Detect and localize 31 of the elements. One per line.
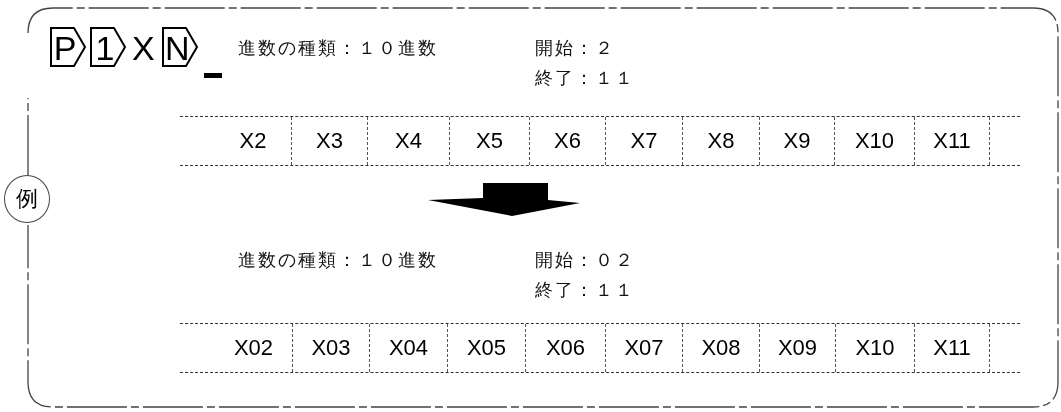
setting-text: 終了：１１ — [535, 278, 635, 302]
key-symbol: P — [50, 27, 86, 67]
table-cell: X11 — [915, 117, 990, 165]
setting-text: 開始：２ — [535, 36, 615, 60]
setting-text: 進数の種類：１０進数 — [238, 36, 438, 60]
table-cell: X9 — [760, 117, 835, 165]
table-cell: X05 — [448, 324, 526, 372]
table-cell: X7 — [606, 117, 683, 165]
table-cell: X04 — [370, 324, 448, 372]
key-symbol: N — [162, 27, 198, 67]
table-cell: X06 — [526, 324, 606, 372]
table-cell: X4 — [368, 117, 450, 165]
table-cell: X6 — [530, 117, 606, 165]
table-cell: X07 — [606, 324, 683, 372]
table-cell: X08 — [683, 324, 760, 372]
table-cell: X11 — [915, 324, 990, 372]
setting-text: 開始：０２ — [535, 248, 635, 272]
table-cell: X3 — [292, 117, 368, 165]
table-cell: X03 — [293, 324, 370, 372]
key-symbol: 1 — [90, 27, 126, 67]
table-cell: X10 — [836, 324, 915, 372]
command-letter: X — [132, 28, 155, 68]
table-cell: X5 — [450, 117, 530, 165]
table-cell: X8 — [683, 117, 760, 165]
table-cell: X02 — [215, 324, 293, 372]
table-cell: X10 — [835, 117, 915, 165]
table-cell: X09 — [760, 324, 836, 372]
example-circle: 例 — [4, 175, 50, 223]
setting-text: 終了：１１ — [535, 66, 635, 90]
table-cell: X2 — [215, 117, 292, 165]
setting-text: 進数の種類：１０進数 — [238, 248, 438, 272]
